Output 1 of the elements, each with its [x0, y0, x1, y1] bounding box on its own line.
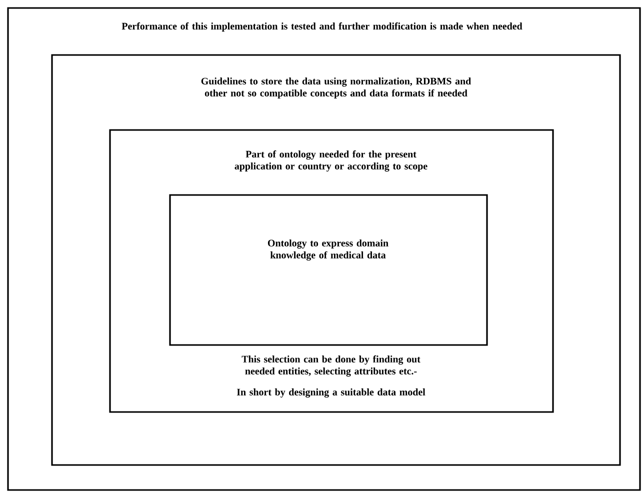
inner-box: Ontology to express domain knowledge of medical data [169, 194, 488, 346]
